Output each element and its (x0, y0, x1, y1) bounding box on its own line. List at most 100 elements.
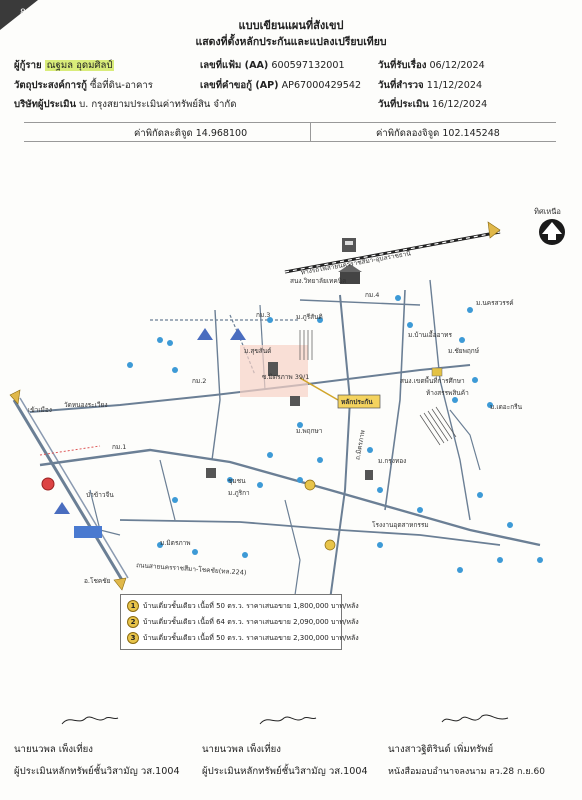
north-arrow-icon (539, 219, 565, 245)
km2-label: กม.2 (192, 377, 207, 385)
village-d-label: ม.ภูริกา (228, 489, 250, 497)
industrial-block-icon (419, 406, 457, 446)
temple-building-icon (206, 468, 216, 478)
coordinate-divider (310, 123, 311, 141)
highway-224-road (12, 397, 129, 581)
village-b-label: ม.สุขสันต์ (244, 347, 272, 355)
signer-2-name: นายนวพล เพ็งเที่ยง (202, 744, 281, 755)
location-map (9, 219, 565, 600)
village-g-label: ม.บ้านเอื้ออาทร (408, 331, 452, 339)
market-label: ป่าข้าวจีน (86, 491, 114, 499)
collateral-callout-box (337, 394, 381, 409)
signer-1-name: นายนวพล เพ็งเที่ยง (14, 744, 93, 755)
railway-arrow-icon (487, 221, 501, 239)
file-no-value: 600597132001 (271, 60, 345, 71)
request-no-label: เลขที่คำขอกู้ (AP) (200, 80, 279, 91)
temple-label: วัดหนองระเวียง (64, 401, 108, 409)
soi3-label: กม.3 (256, 311, 271, 319)
soi4-label: กม.4 (365, 291, 380, 299)
dept-label: สนง.เขตพื้นที่การศึกษา (400, 377, 465, 385)
legend-text: บ้านเดี่ยวชั้นเดียว เนื้อที่ 64 ตร.ว. รา… (143, 618, 359, 626)
purpose-row: วัตถุประสงค์การกู้ ซื้อที่ดิน-อาคาร (14, 78, 153, 93)
purpose-value: ซื้อที่ดิน-อาคาร (90, 80, 153, 91)
comparable-marker-2 (304, 479, 316, 491)
village-a-label: ม.ภูรีสันติ (296, 313, 323, 321)
received-value: 06/12/2024 (429, 60, 485, 71)
signer-3-role: หนังสือมอบอำนาจลงนาม ลว.28 ก.ย.60 (388, 767, 545, 777)
village-block-icon (299, 330, 313, 360)
mk-label: ม.มิตรภาพ (160, 539, 191, 547)
legend-number: 2 (127, 616, 139, 628)
village-e-label: ม.กรุงทอง (378, 457, 407, 465)
signature-3-mark (441, 714, 509, 723)
village-h-label: ม.ชัยพฤกษ์ (448, 347, 480, 355)
appraiser-value: บ. กรุงสยามประเมินค่าทรัพย์สิน จำกัด (79, 99, 237, 110)
house-marker-icons (127, 295, 543, 573)
borrower-name: ณฐมล อุดมศิลป์ (44, 60, 115, 71)
survey-row: วันที่สำรวจ 11/12/2024 (378, 78, 482, 93)
legend-item: 2 บ้านเดี่ยวชั้นเดียว เนื้อที่ 64 ตร.ว. ร… (127, 616, 359, 628)
borrower-label: ผู้กู้ราย (14, 60, 42, 71)
signature-1-mark (61, 716, 119, 725)
factory-icon (365, 470, 373, 480)
north-label: ทิศเหนือ (534, 207, 561, 216)
appraised-label: วันที่ประเมิน (378, 99, 429, 110)
factory-label: โรงงานอุตสาหกรรม (372, 521, 429, 529)
purpose-label: วัตถุประสงค์การกู้ (14, 80, 87, 91)
landmark-icon (54, 502, 70, 514)
km1-label: กม.1 (112, 443, 127, 451)
store-icon (431, 367, 443, 377)
west-arrow-icon (9, 389, 21, 405)
survey-value: 11/12/2024 (426, 80, 483, 91)
received-label: วันที่รับเรื่อง (378, 60, 427, 71)
station-icon (342, 238, 356, 252)
request-no-row: เลขที่คำขอกู้ (AP) AP67000429542 (200, 78, 361, 93)
request-no-value: AP67000429542 (281, 80, 362, 91)
received-row: วันที่รับเรื่อง 06/12/2024 (378, 58, 485, 73)
borrower-row: ผู้กู้ราย ณฐมล อุดมศิลป์ (14, 58, 115, 73)
legend-number: 3 (127, 632, 139, 644)
legend-item: 3 บ้านเดี่ยวชั้นเดียว เนื้อที่ 50 ตร.ว. ร… (127, 632, 359, 644)
shrine-icon (197, 328, 246, 340)
appraised-row: วันที่ประเมิน 16/12/2024 (378, 97, 487, 112)
temple-icon (268, 362, 278, 376)
school-icon (338, 264, 362, 284)
south-arrow-icon (113, 577, 127, 591)
latitude-value: 14.968100 (195, 128, 248, 139)
legend-item: 1 บ้านเดี่ยวชั้นเดียว เนื้อที่ 50 ตร.ว. ร… (127, 600, 359, 612)
document-title: แบบเขียนแผนที่สังเขป (238, 19, 344, 32)
latitude-label: ค่าพิกัดละติจูด (134, 128, 193, 139)
signer-1-role: ผู้ประเมินหลักทรัพย์ชั้นวิสามัญ วส.1004 (14, 766, 180, 777)
road-west-label: เข้าเมือง (28, 406, 52, 414)
latitude: ค่าพิกัดละติจูด 14.968100 (134, 126, 247, 141)
collateral-label: หลักประกัน (341, 398, 373, 406)
village-f-label: ม.นครสวรรค์ (476, 299, 514, 307)
railway-line (284, 230, 501, 274)
legend-text: บ้านเดี่ยวชั้นเดียว เนื้อที่ 50 ตร.ว. รา… (143, 634, 359, 642)
survey-label: วันที่สำรวจ (378, 80, 424, 91)
file-no-row: เลขที่แฟ้ม (AA) 600597132001 (200, 58, 345, 73)
gas-station-icon (41, 477, 55, 491)
legend-number: 1 (127, 600, 139, 612)
school-label: สนง.วิทยาลัยเทคนิค (290, 277, 347, 285)
signer-2-role: ผู้ประเมินหลักทรัพย์ชั้นวิสามัญ วส.1004 (202, 766, 368, 777)
kmh-label: ม.เดอะกรีน (490, 403, 523, 411)
comparable-marker-1 (324, 539, 336, 551)
collateral-pointer (299, 377, 339, 401)
appraiser-label: บริษัทผู้ประเมิน (14, 99, 77, 110)
signboard-icon (74, 526, 102, 538)
office-icon (290, 396, 300, 406)
file-no-label: เลขที่แฟ้ม (AA) (200, 60, 269, 71)
to-chokchai-label: อ.โชคชัย (84, 577, 111, 585)
signature-2-mark (259, 716, 317, 725)
community-label: ชุมชน (228, 477, 246, 485)
appraiser-row: บริษัทผู้ประเมิน บ. กรุงสยามประเมินค่าทร… (14, 97, 236, 112)
legend-text: บ้านเดี่ยวชั้นเดียว เนื้อที่ 50 ตร.ว. รา… (143, 602, 359, 610)
store-label: ห้างสรรพสินค้า (426, 389, 469, 397)
signer-3-name: นางสาวฐิติรินด์ เพิ่มทรัพย์ (388, 744, 494, 755)
appraised-value: 16/12/2024 (431, 99, 488, 110)
coordinate-bar: ค่าพิกัดละติจูด 14.968100 ค่าพิกัดลองจิจ… (24, 122, 556, 142)
document-subtitle: แสดงที่ตั้งหลักประกันและแปลงเปรียบเทียบ (195, 36, 387, 48)
longitude-label: ค่าพิกัดลองจิจูด (376, 128, 440, 139)
comparables-legend: 1 บ้านเดี่ยวชั้นเดียว เนื้อที่ 50 ตร.ว. ร… (120, 594, 359, 650)
